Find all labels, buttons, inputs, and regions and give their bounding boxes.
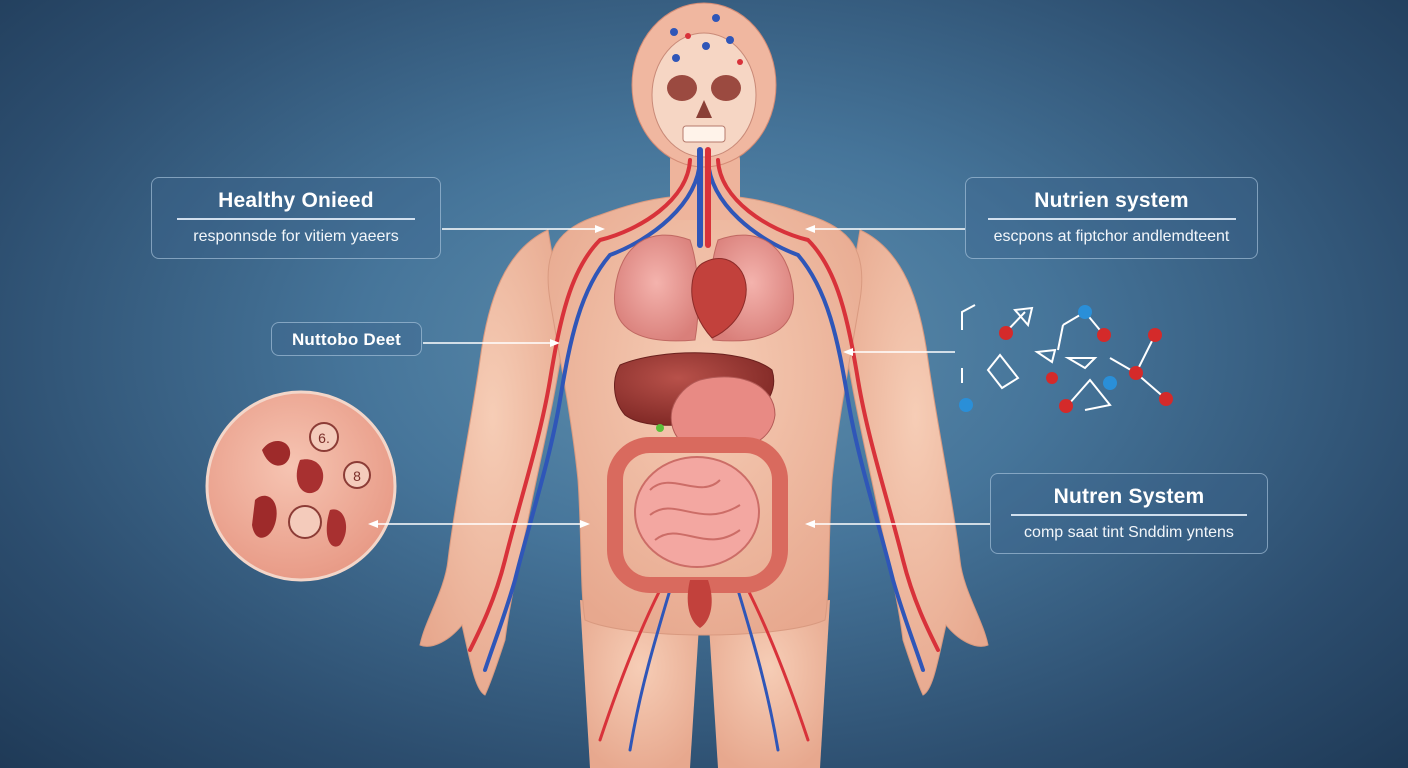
right-eye-socket — [711, 75, 741, 101]
cell-nucleus — [343, 461, 371, 489]
brain-molecules — [670, 14, 743, 65]
right-leg — [708, 600, 830, 768]
callout-nutren-system: Nutren System comp saat tint Snddim ynte… — [990, 473, 1268, 554]
callout-nutrien-system: Nutrien system escpons at fiptchor andle… — [965, 177, 1258, 259]
callout-healthy-title: Healthy Onieed — [177, 189, 415, 220]
left-eye-socket — [667, 75, 697, 101]
cell-nucleus — [288, 505, 322, 539]
molecule-diagram — [959, 304, 1173, 413]
teeth — [682, 125, 726, 143]
gallbladder — [656, 424, 664, 432]
left-leg — [580, 600, 700, 768]
cell-label-2: 8 — [353, 468, 361, 484]
callout-nutrien-desc: escpons at fiptchor andlemdteent — [993, 228, 1230, 245]
blood-vessels — [468, 147, 940, 752]
small-intestine — [634, 456, 760, 568]
cell-nucleus — [309, 422, 339, 452]
skull — [651, 32, 757, 158]
organs — [607, 234, 795, 628]
callout-nutrien-title: Nutrien system — [987, 189, 1236, 220]
connector-arrows — [368, 225, 990, 528]
heart — [691, 257, 747, 339]
nose-cavity — [696, 100, 712, 118]
cell-label-1: 6. — [318, 430, 330, 446]
callout-nutren-title: Nutren System — [1011, 485, 1247, 516]
right-arm — [842, 229, 989, 696]
callout-diet-title: Nuttobo Deet — [291, 330, 402, 349]
left-arm — [419, 229, 566, 696]
callout-healthy-desc: responnsde for vitiem yaeers — [193, 228, 399, 245]
callout-diet: Nuttobo Deet — [271, 322, 422, 356]
callout-healthy: Healthy Onieed responnsde for vitiem yae… — [151, 177, 441, 259]
rectum — [687, 580, 712, 628]
callout-nutren-desc: comp saat tint Snddim yntens — [1024, 524, 1234, 541]
cell-magnification: 6. 8 — [205, 390, 397, 582]
